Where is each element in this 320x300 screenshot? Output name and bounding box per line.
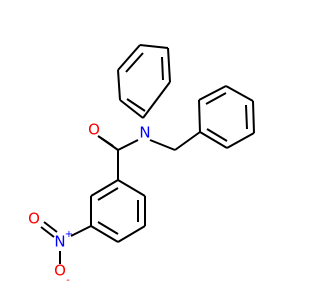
bond — [206, 128, 228, 142]
structure-canvas: O N N + O O - — [28, 44, 255, 286]
amide-nitrogen-label: N — [139, 124, 150, 142]
benzyl-group — [149, 85, 255, 151]
bond — [97, 221, 119, 235]
bond — [161, 56, 164, 81]
bond — [117, 139, 139, 151]
n-phenyl-ring — [117, 44, 171, 119]
nitro-group — [40, 221, 92, 264]
bond — [142, 81, 171, 119]
nitro-oxygen-bottom-charge: - — [66, 275, 70, 286]
bond — [97, 135, 114, 147]
molecule-diagram: O N N + O O - — [28, 44, 255, 286]
nitro-nitrogen-charge: + — [65, 229, 73, 240]
bond — [198, 99, 201, 133]
nitrophenyl-ring — [90, 179, 146, 243]
bond — [90, 179, 119, 197]
bond — [40, 226, 55, 238]
bond — [205, 92, 227, 105]
bond — [126, 98, 146, 112]
bond — [90, 225, 119, 243]
bond — [125, 52, 144, 73]
nitro-oxygen-left-label: O — [28, 210, 40, 228]
bond — [252, 100, 255, 134]
bond — [174, 131, 201, 151]
bond — [117, 44, 141, 71]
bond — [225, 85, 254, 102]
bond — [119, 99, 144, 119]
carbonyl-oxygen-label: O — [88, 121, 100, 139]
bond — [226, 132, 255, 149]
bond — [198, 85, 227, 101]
bond — [139, 44, 169, 49]
bond — [43, 221, 58, 233]
bond — [97, 187, 119, 201]
bond — [117, 69, 121, 101]
bond — [149, 139, 176, 151]
bond — [117, 225, 146, 243]
bond — [245, 104, 248, 130]
bond — [70, 225, 92, 237]
bond — [117, 179, 146, 197]
amide-core — [97, 135, 139, 180]
nitro-oxygen-bottom-label: O — [54, 262, 66, 280]
bond — [167, 47, 171, 83]
nitro-nitrogen-label: N — [54, 233, 65, 251]
bond — [199, 131, 228, 149]
